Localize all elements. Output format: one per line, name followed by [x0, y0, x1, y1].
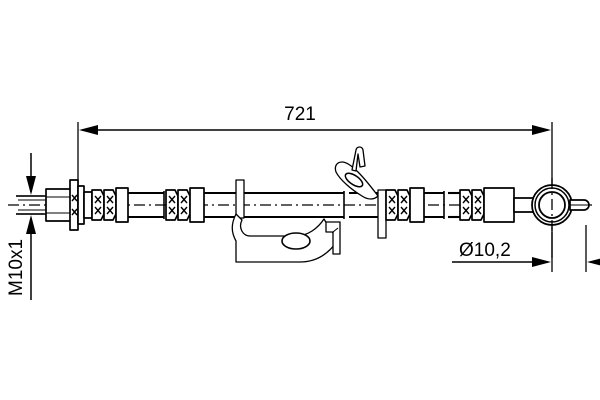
- arrowhead-thread-upper: [26, 176, 36, 195]
- banjo-tip-stub: [569, 199, 592, 211]
- mounting-bracket: [231, 179, 341, 263]
- upper-retaining-clip: [334, 146, 387, 239]
- left-threaded-stub: [16, 195, 46, 215]
- mid-corrugated-sleeve-a: [165, 187, 205, 223]
- right-corrugated-sleeve-a: [385, 187, 425, 223]
- overall-length-label: 721: [284, 104, 316, 125]
- right-corrugated-sleeve-b: [459, 187, 515, 223]
- banjo-eye-fitting: [531, 178, 573, 232]
- arrowhead-thread-lower: [26, 215, 36, 234]
- bracket-eyelet-hole: [281, 232, 311, 250]
- hose-segment-3: [424, 191, 460, 219]
- arrowhead-diameter-right: [587, 258, 600, 266]
- flange-washer: [69, 179, 85, 231]
- hose-segment-2: [204, 191, 384, 219]
- banjo-diameter-label: Ø10,2: [459, 240, 511, 261]
- arrowhead-left-721: [79, 125, 98, 135]
- clip-slot-hole: [344, 172, 364, 188]
- arrowhead-right-721: [532, 125, 551, 135]
- thread-dimension-label: M10x1: [6, 239, 27, 296]
- banjo-diameter-dimension-group: Ø10,2: [452, 225, 600, 272]
- left-transition-collar: [83, 191, 93, 219]
- bracket-hook-tab: [325, 221, 341, 255]
- hose-segment-1: [128, 191, 165, 219]
- thread-dimension-group: M10x1: [6, 153, 44, 300]
- left-corrugated-sleeve: [91, 187, 129, 223]
- arrowhead-diameter-left: [532, 257, 551, 267]
